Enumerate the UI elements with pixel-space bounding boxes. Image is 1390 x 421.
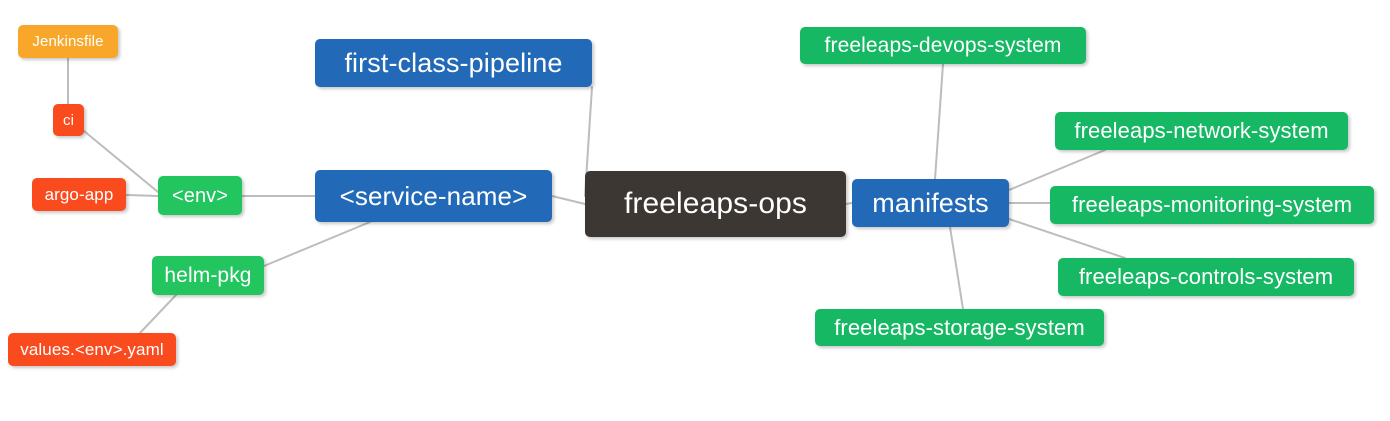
edge-freeleaps-ops-to-manifests	[845, 202, 853, 205]
edge-env-to-argo-app	[125, 194, 159, 197]
node-label: freeleaps-storage-system	[834, 314, 1085, 340]
node-ci[interactable]: ci	[53, 104, 84, 136]
node-label: freeleaps-monitoring-system	[1071, 192, 1353, 217]
edge-manifests-to-freeleaps-controls-system	[1008, 218, 1126, 259]
edge-service-name-to-helm-pkg	[263, 221, 371, 267]
node-freeleaps-devops-system[interactable]: freeleaps-devops-system	[800, 27, 1086, 64]
node-helm-pkg[interactable]: helm-pkg	[152, 256, 264, 295]
node-first-class-pipeline[interactable]: first-class-pipeline	[315, 39, 592, 87]
edge-manifests-to-freeleaps-devops-system	[934, 63, 944, 180]
node-env[interactable]: <env>	[158, 176, 242, 215]
node-label: first-class-pipeline	[344, 47, 563, 78]
edge-freeleaps-ops-to-service-name	[551, 195, 586, 205]
edge-helm-pkg-to-values-env-yaml	[139, 294, 177, 334]
node-label: freeleaps-ops	[623, 187, 808, 220]
node-freeleaps-monitoring-system[interactable]: freeleaps-monitoring-system	[1050, 186, 1374, 224]
node-label: manifests	[872, 187, 989, 218]
node-freeleaps-ops[interactable]: freeleaps-ops	[585, 171, 846, 237]
node-label: Jenkinsfile	[32, 33, 104, 50]
node-service-name[interactable]: <service-name>	[315, 170, 552, 222]
node-label: freeleaps-network-system	[1074, 118, 1329, 143]
node-label: values.<env>.yaml	[20, 340, 164, 359]
node-freeleaps-storage-system[interactable]: freeleaps-storage-system	[815, 309, 1104, 346]
node-argo-app[interactable]: argo-app	[32, 178, 126, 211]
node-manifests[interactable]: manifests	[852, 179, 1009, 227]
node-label: argo-app	[44, 185, 114, 204]
node-values-env-yaml[interactable]: values.<env>.yaml	[8, 333, 176, 366]
node-label: freeleaps-devops-system	[824, 34, 1062, 57]
edge-env-to-ci	[83, 130, 159, 193]
edge-manifests-to-freeleaps-network-system	[1008, 149, 1106, 191]
node-label: ci	[62, 111, 75, 129]
node-freeleaps-controls-system[interactable]: freeleaps-controls-system	[1058, 258, 1354, 296]
node-label: freeleaps-controls-system	[1078, 264, 1334, 289]
node-jenkinsfile[interactable]: Jenkinsfile	[18, 25, 118, 58]
node-label: <env>	[171, 184, 229, 207]
edge-manifests-to-freeleaps-storage-system	[949, 226, 964, 310]
node-freeleaps-network-system[interactable]: freeleaps-network-system	[1055, 112, 1348, 150]
node-label: helm-pkg	[164, 264, 252, 287]
node-label: <service-name>	[339, 181, 528, 211]
